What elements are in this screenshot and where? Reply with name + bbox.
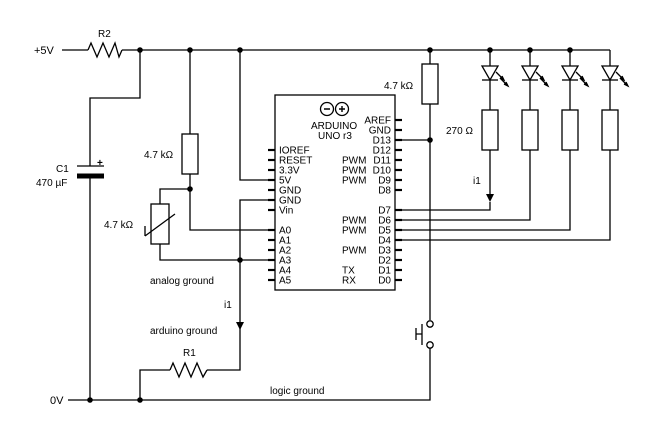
right-pin-label: GND <box>369 126 391 137</box>
led-chain <box>402 50 550 221</box>
i1-left-label: i1 <box>224 300 232 311</box>
zero-rail: 0V logic ground <box>50 348 431 407</box>
right-pin-label: AREF <box>364 116 391 127</box>
right-pin-label: D7 <box>378 206 391 217</box>
left-pin-label: GND <box>279 196 301 207</box>
left-pin-label: GND <box>279 186 301 197</box>
pin-prefix: PWM <box>342 216 366 227</box>
thermistor: 4.7 kΩ analog ground <box>104 188 275 287</box>
led-resistor <box>601 109 619 151</box>
pullup-label: 4.7 kΩ <box>144 150 174 161</box>
led-chain <box>402 50 630 241</box>
led-chain <box>402 50 590 231</box>
right-pin-label: D1 <box>378 266 391 277</box>
left-pin-label: A4 <box>279 266 292 277</box>
led-chain <box>402 50 510 211</box>
pin-prefix: RX <box>342 276 356 287</box>
resistor-r2: R2 <box>87 29 123 59</box>
pin-prefix: TX <box>342 266 355 277</box>
d13-resistor: 4.7 kΩ <box>384 50 439 320</box>
pin-prefix: PWM <box>342 246 366 257</box>
arduino-model: UNO r3 <box>318 131 352 142</box>
logic-ground-label: logic ground <box>270 386 324 397</box>
right-pin-label: D11 <box>373 156 391 167</box>
vplus-label: +5V <box>34 45 55 57</box>
left-pin-label: RESET <box>279 156 312 167</box>
c1-value: 470 µF <box>36 178 67 189</box>
left-pin-label: A2 <box>279 246 292 257</box>
right-pin-label: D13 <box>373 136 392 147</box>
left-pin-label: A0 <box>279 226 292 237</box>
right-pin-label: D5 <box>378 226 391 237</box>
left-pin-label: A3 <box>279 256 292 267</box>
right-pin-label: D10 <box>373 166 392 177</box>
r2-label: R2 <box>98 29 111 40</box>
led-icon <box>560 65 580 82</box>
pin-prefix: PWM <box>342 226 366 237</box>
c1-label: C1 <box>56 164 69 175</box>
svg-text:+: + <box>97 158 103 169</box>
r1-label: R1 <box>183 348 196 359</box>
pullup-resistor: 4.7 kΩ <box>144 50 275 231</box>
led-resistor <box>521 109 539 151</box>
resistor-r1: R1 arduino ground i1 <box>139 199 275 400</box>
led-resistor <box>561 109 579 151</box>
right-pin-label: D2 <box>378 256 391 267</box>
capacitor-c1: + C1 470 µF <box>36 50 141 400</box>
arduino-ground-label: arduino ground <box>150 326 217 337</box>
arduino-brand: ARDUINO <box>311 121 357 132</box>
led-res-label: 270 Ω <box>446 126 473 137</box>
arduino-right-pins: AREFGNDD13D12D11PWMD10PWMD9PWMD8D7D6PWMD… <box>342 116 402 287</box>
pin-prefix: PWM <box>342 166 366 177</box>
left-pin-label: A1 <box>279 236 292 247</box>
i1-right-label: i1 <box>473 176 481 187</box>
d13-res-label: 4.7 kΩ <box>384 81 414 92</box>
right-pin-label: D0 <box>378 276 391 287</box>
pin-prefix: PWM <box>342 176 366 187</box>
led-icon <box>520 65 540 82</box>
right-pin-label: D9 <box>378 176 391 187</box>
left-pin-label: Vin <box>279 206 293 217</box>
left-pin-label: A5 <box>279 276 292 287</box>
pushbutton <box>415 320 434 349</box>
left-pin-label: IOREF <box>279 146 310 157</box>
right-pin-label: D6 <box>378 216 391 227</box>
arduino-board: ARDUINO UNO r3 <box>274 94 396 291</box>
pin-prefix: PWM <box>342 156 366 167</box>
zero-label: 0V <box>50 395 64 407</box>
left-pin-label: 5V <box>279 176 292 187</box>
right-pin-label: D3 <box>378 246 391 257</box>
vplus-to-board <box>239 50 275 181</box>
thermistor-label: 4.7 kΩ <box>104 220 134 231</box>
led-array <box>402 50 630 241</box>
led-icon <box>600 65 620 82</box>
led-icon <box>480 65 500 82</box>
led-resistor <box>481 109 499 151</box>
right-pin-label: D4 <box>378 236 391 247</box>
left-pin-label: 3.3V <box>279 166 300 177</box>
right-pin-label: D8 <box>378 186 391 197</box>
analog-ground-label: analog ground <box>150 276 214 287</box>
right-pin-label: D12 <box>373 146 392 157</box>
